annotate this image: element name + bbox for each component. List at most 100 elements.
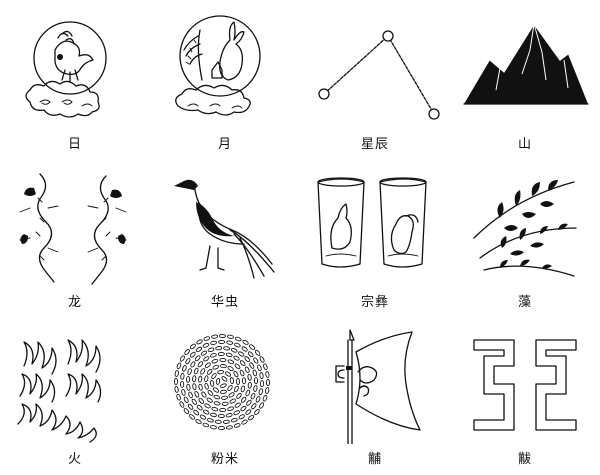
rice-grain	[183, 396, 189, 404]
rice-grain	[246, 399, 252, 406]
rice-grain	[238, 414, 245, 420]
rice-grain	[258, 388, 263, 396]
emblem-fire: 火	[0, 316, 150, 475]
rice-grain	[202, 422, 210, 428]
rice-grain	[221, 395, 228, 400]
rice-grain	[253, 385, 258, 392]
rice-grain	[244, 366, 250, 373]
rice-grain	[234, 342, 241, 348]
rice-grain	[213, 394, 221, 400]
rice-grain	[245, 389, 251, 397]
rice-grain	[253, 377, 259, 385]
emblem-label-sun: 日	[67, 137, 82, 152]
rice-grain	[215, 346, 223, 351]
rice-grain	[204, 403, 211, 409]
rice-grain	[227, 359, 235, 365]
rice-grain	[192, 375, 197, 383]
rice-grain	[214, 419, 222, 424]
rice-grain	[247, 351, 254, 358]
rice-grain	[174, 370, 179, 377]
rice-grain	[240, 405, 247, 412]
rice-grain	[204, 362, 211, 368]
rice-grain	[179, 401, 185, 408]
rice-grain	[195, 346, 202, 353]
rice-grain	[203, 356, 210, 362]
rice-grains-icon	[160, 326, 290, 444]
rice-grain	[239, 360, 246, 367]
ritual-cups-icon	[310, 168, 440, 286]
rice-grain	[221, 376, 228, 382]
rice-grain	[219, 389, 227, 394]
rice-grain	[213, 401, 221, 406]
rice-grain	[236, 392, 242, 399]
rice-grain	[187, 368, 192, 375]
rice-grain	[184, 349, 190, 355]
emblem-pheasant: 华虫	[150, 158, 300, 316]
paired-dragons-icon	[10, 168, 140, 286]
rice-grain	[207, 347, 215, 353]
rice-grain	[204, 382, 209, 390]
rice-grain	[180, 372, 185, 380]
rice-grain	[234, 385, 239, 393]
rice-grain	[186, 375, 191, 383]
rice-grain	[225, 425, 233, 430]
rice-grain	[181, 389, 186, 396]
rice-grain	[233, 355, 240, 361]
rice-grain	[254, 349, 261, 356]
rice-grain	[217, 413, 225, 419]
rice-grain	[225, 352, 233, 358]
rice-grain	[192, 383, 197, 391]
emblem-label-water-weed: 藻	[517, 295, 532, 310]
emblem-label-moon: 月	[217, 137, 232, 152]
rice-grain	[182, 365, 187, 372]
rice-grain	[259, 380, 265, 388]
rice-grain	[218, 339, 226, 345]
emblem-stars: 星辰	[300, 0, 450, 158]
pheasant-icon	[160, 168, 290, 286]
rice-grain	[179, 355, 185, 362]
rice-grain	[245, 409, 252, 415]
rice-grain	[196, 339, 203, 345]
rice-grain	[219, 333, 226, 339]
rice-grain	[198, 375, 203, 383]
rice-grain	[188, 391, 193, 399]
rice-grain	[226, 340, 234, 345]
rice-grain-field	[173, 333, 271, 431]
rice-grain	[250, 392, 256, 400]
rice-grain	[234, 336, 242, 342]
rice-grain	[180, 380, 185, 388]
rice-grain	[203, 336, 211, 341]
emblem-water-weed: 藻	[450, 158, 600, 316]
rice-grain	[265, 387, 270, 394]
rice-grain	[194, 391, 200, 398]
rice-grain	[219, 364, 227, 369]
rice-grain	[204, 375, 209, 383]
rice-grain	[249, 344, 255, 350]
star-constellation-icon	[310, 10, 440, 128]
rice-grain	[186, 383, 191, 391]
rice-grain	[241, 346, 248, 352]
rice-grain	[211, 358, 219, 364]
rice-grain	[200, 350, 208, 356]
rice-grain	[189, 414, 195, 420]
rice-grain	[233, 370, 239, 378]
rice-grain	[263, 363, 268, 371]
fu-symbol-icon	[460, 326, 590, 444]
rice-grain	[253, 357, 259, 364]
rice-grain	[220, 383, 227, 388]
rice-grain	[257, 364, 262, 372]
rice-grain	[196, 404, 203, 411]
emblem-label-rice: 粉米	[210, 452, 239, 467]
emblem-label-pheasant: 华虫	[210, 295, 239, 310]
rice-grain	[187, 403, 194, 410]
rice-grain	[201, 391, 207, 398]
rice-grain	[234, 402, 241, 408]
rice-grain	[185, 357, 191, 365]
rice-grain	[227, 406, 234, 411]
rice-grain	[265, 379, 271, 386]
rice-grain	[241, 377, 247, 385]
rice-grain	[215, 377, 221, 385]
rice-grain	[200, 368, 206, 375]
mountain-icon	[460, 10, 590, 128]
